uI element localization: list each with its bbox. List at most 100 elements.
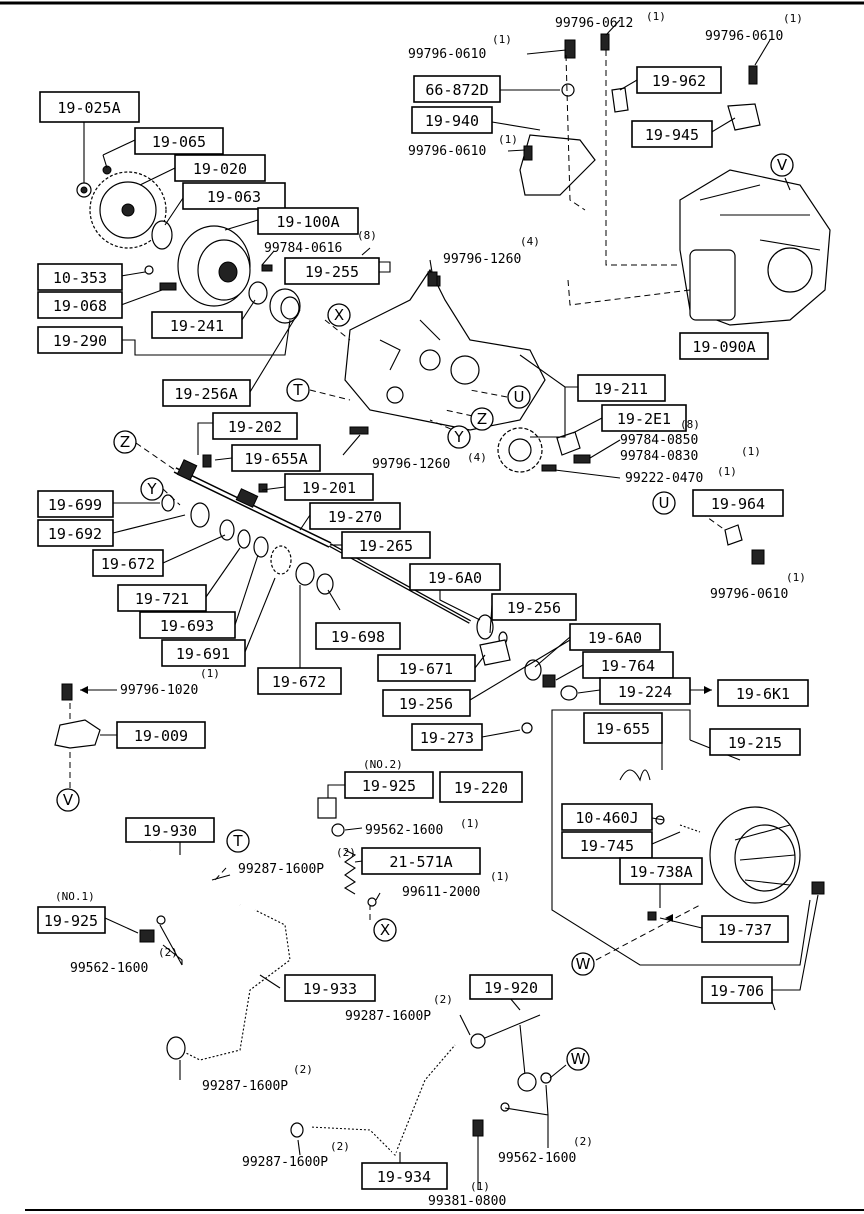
callout-u-top: U	[514, 388, 525, 406]
part-label-19-934: 19-934	[377, 1168, 431, 1186]
part-label-19-933: 19-933	[303, 980, 357, 998]
qty-1g: (1)	[786, 571, 806, 584]
part-label-19-256-upper: 19-256	[507, 599, 561, 617]
qty-1i: (1)	[460, 817, 480, 830]
part-label-19-270: 19-270	[328, 508, 382, 526]
ref-99796-1260-b: 99796-1260	[372, 457, 450, 472]
part-label-19-672-lower: 19-672	[272, 673, 326, 691]
part-label-19-655: 19-655	[596, 720, 650, 738]
qty-1k: (1)	[470, 1180, 490, 1193]
part-label-19-020: 19-020	[193, 160, 247, 178]
part-label-21-571A: 21-571A	[389, 853, 452, 871]
ref-99611-2000: 99611-2000	[402, 885, 480, 900]
clip-drawing	[54, 719, 101, 749]
ref-99784-0616: 99784-0616	[264, 241, 342, 256]
part-label-19-063: 19-063	[207, 188, 261, 206]
part-label-19-691: 19-691	[176, 645, 230, 663]
ref-99796-0612: 99796-0612	[555, 16, 633, 31]
part-label-19-224: 19-224	[618, 683, 672, 701]
callout-y-shaft: Y	[146, 480, 157, 498]
ref-99562-1600-a: 99562-1600	[365, 823, 443, 838]
part-label-19-671: 19-671	[399, 660, 453, 678]
qty-1e: (1)	[741, 445, 761, 458]
qty-2d: (2)	[293, 1063, 313, 1076]
callout-t-pipe: T	[232, 832, 243, 850]
qty-2c: (2)	[433, 993, 453, 1006]
callout-w-pipe: W	[571, 1050, 586, 1068]
plate-drawing	[151, 220, 173, 250]
qty-4b: (4)	[467, 451, 487, 464]
part-label-19-6A0-upper: 19-6A0	[428, 569, 482, 587]
part-label-19-202: 19-202	[228, 418, 282, 436]
part-label-19-721: 19-721	[135, 590, 189, 608]
callout-letters: X T U Z Y Z Y V U V T X W W	[56, 153, 794, 1071]
qty-1c: (1)	[783, 12, 803, 25]
part-label-19-241: 19-241	[170, 317, 224, 335]
part-label-19-693: 19-693	[160, 617, 214, 635]
part-label-19-273: 19-273	[420, 729, 474, 747]
part-label-19-737: 19-737	[718, 921, 772, 939]
arrowheads	[80, 686, 712, 922]
qty-1d: (1)	[498, 133, 518, 146]
qty-2e: (2)	[330, 1140, 350, 1153]
ref-99381-0800: 99381-0800	[428, 1194, 506, 1209]
qty-2b: (2)	[158, 946, 178, 959]
part-label-19-945: 19-945	[645, 126, 699, 144]
ref-99287-1600P-b: 99287-1600P	[345, 1009, 431, 1024]
ref-99796-0610-d: 99796-0610	[710, 587, 788, 602]
callout-v-top: V	[777, 156, 788, 174]
part-label-19-220: 19-220	[454, 779, 508, 797]
part-label-19-255: 19-255	[305, 263, 359, 281]
part-label-19-920: 19-920	[484, 979, 538, 997]
callout-t-top: T	[292, 381, 303, 399]
part-label-19-6K1: 19-6K1	[736, 685, 790, 703]
callout-x-spring: X	[380, 921, 390, 939]
qty-1b: (1)	[492, 33, 512, 46]
ref-99796-1260-a: 99796-1260	[443, 252, 521, 267]
oil-seal-drawing	[248, 281, 268, 305]
part-label-19-925-no2: 19-925	[362, 777, 416, 795]
note-no2: (NO.2)	[363, 758, 403, 771]
callout-u-bracket: U	[659, 494, 670, 512]
bracket-drawing	[519, 134, 596, 196]
part-label-19-925-no1: 19-925	[44, 912, 98, 930]
hose-933-drawing	[179, 909, 291, 1061]
qty-8b: (8)	[680, 418, 700, 431]
callout-v-bracket: V	[63, 791, 74, 809]
part-label-66-872D: 66-872D	[425, 81, 488, 99]
ref-99796-0610-c: 99796-0610	[408, 144, 486, 159]
leader-lines	[69, 19, 819, 1190]
part-label-19-962: 19-962	[652, 72, 706, 90]
part-label-19-655A: 19-655A	[244, 450, 307, 468]
part-label-19-738A: 19-738A	[629, 863, 692, 881]
qty-2f: (2)	[573, 1135, 593, 1148]
part-label-19-699: 19-699	[48, 496, 102, 514]
part-label-19-265: 19-265	[359, 537, 413, 555]
part-label-19-065: 19-065	[152, 133, 206, 151]
ref-99562-1600-b: 99562-1600	[70, 961, 148, 976]
callout-w-strainer: W	[576, 955, 591, 973]
part-label-19-256A: 19-256A	[174, 385, 237, 403]
ref-99562-1600-c: 99562-1600	[498, 1151, 576, 1166]
ref-99796-1020: 99796-1020	[120, 683, 198, 698]
part-label-19-930: 19-930	[143, 822, 197, 840]
qty-1h: (1)	[200, 667, 220, 680]
part-label-19-201: 19-201	[302, 479, 356, 497]
part-illustrations	[54, 33, 831, 1163]
part-label-19-215: 19-215	[728, 734, 782, 752]
part-label-19-692: 19-692	[48, 525, 102, 543]
qty-1a: (1)	[646, 10, 666, 23]
part-label-19-068: 19-068	[53, 297, 107, 315]
reference-numbers: 99796-0612 (1) (1) 99796-0610 (1) 99796-…	[55, 10, 806, 1209]
qty-2a: (2)	[336, 846, 356, 859]
part-label-10-353: 10-353	[53, 269, 107, 287]
part-label-19-706: 19-706	[710, 982, 764, 1000]
part-label-19-100A: 19-100A	[276, 213, 339, 231]
callout-z-top: Z	[477, 410, 487, 428]
ref-99222-0470: 99222-0470	[625, 471, 703, 486]
part-label-19-2E1: 19-2E1	[617, 410, 671, 428]
ref-99784-0850: 99784-0850	[620, 433, 698, 448]
ref-99784-0830: 99784-0830	[620, 449, 698, 464]
qty-1j: (1)	[490, 870, 510, 883]
